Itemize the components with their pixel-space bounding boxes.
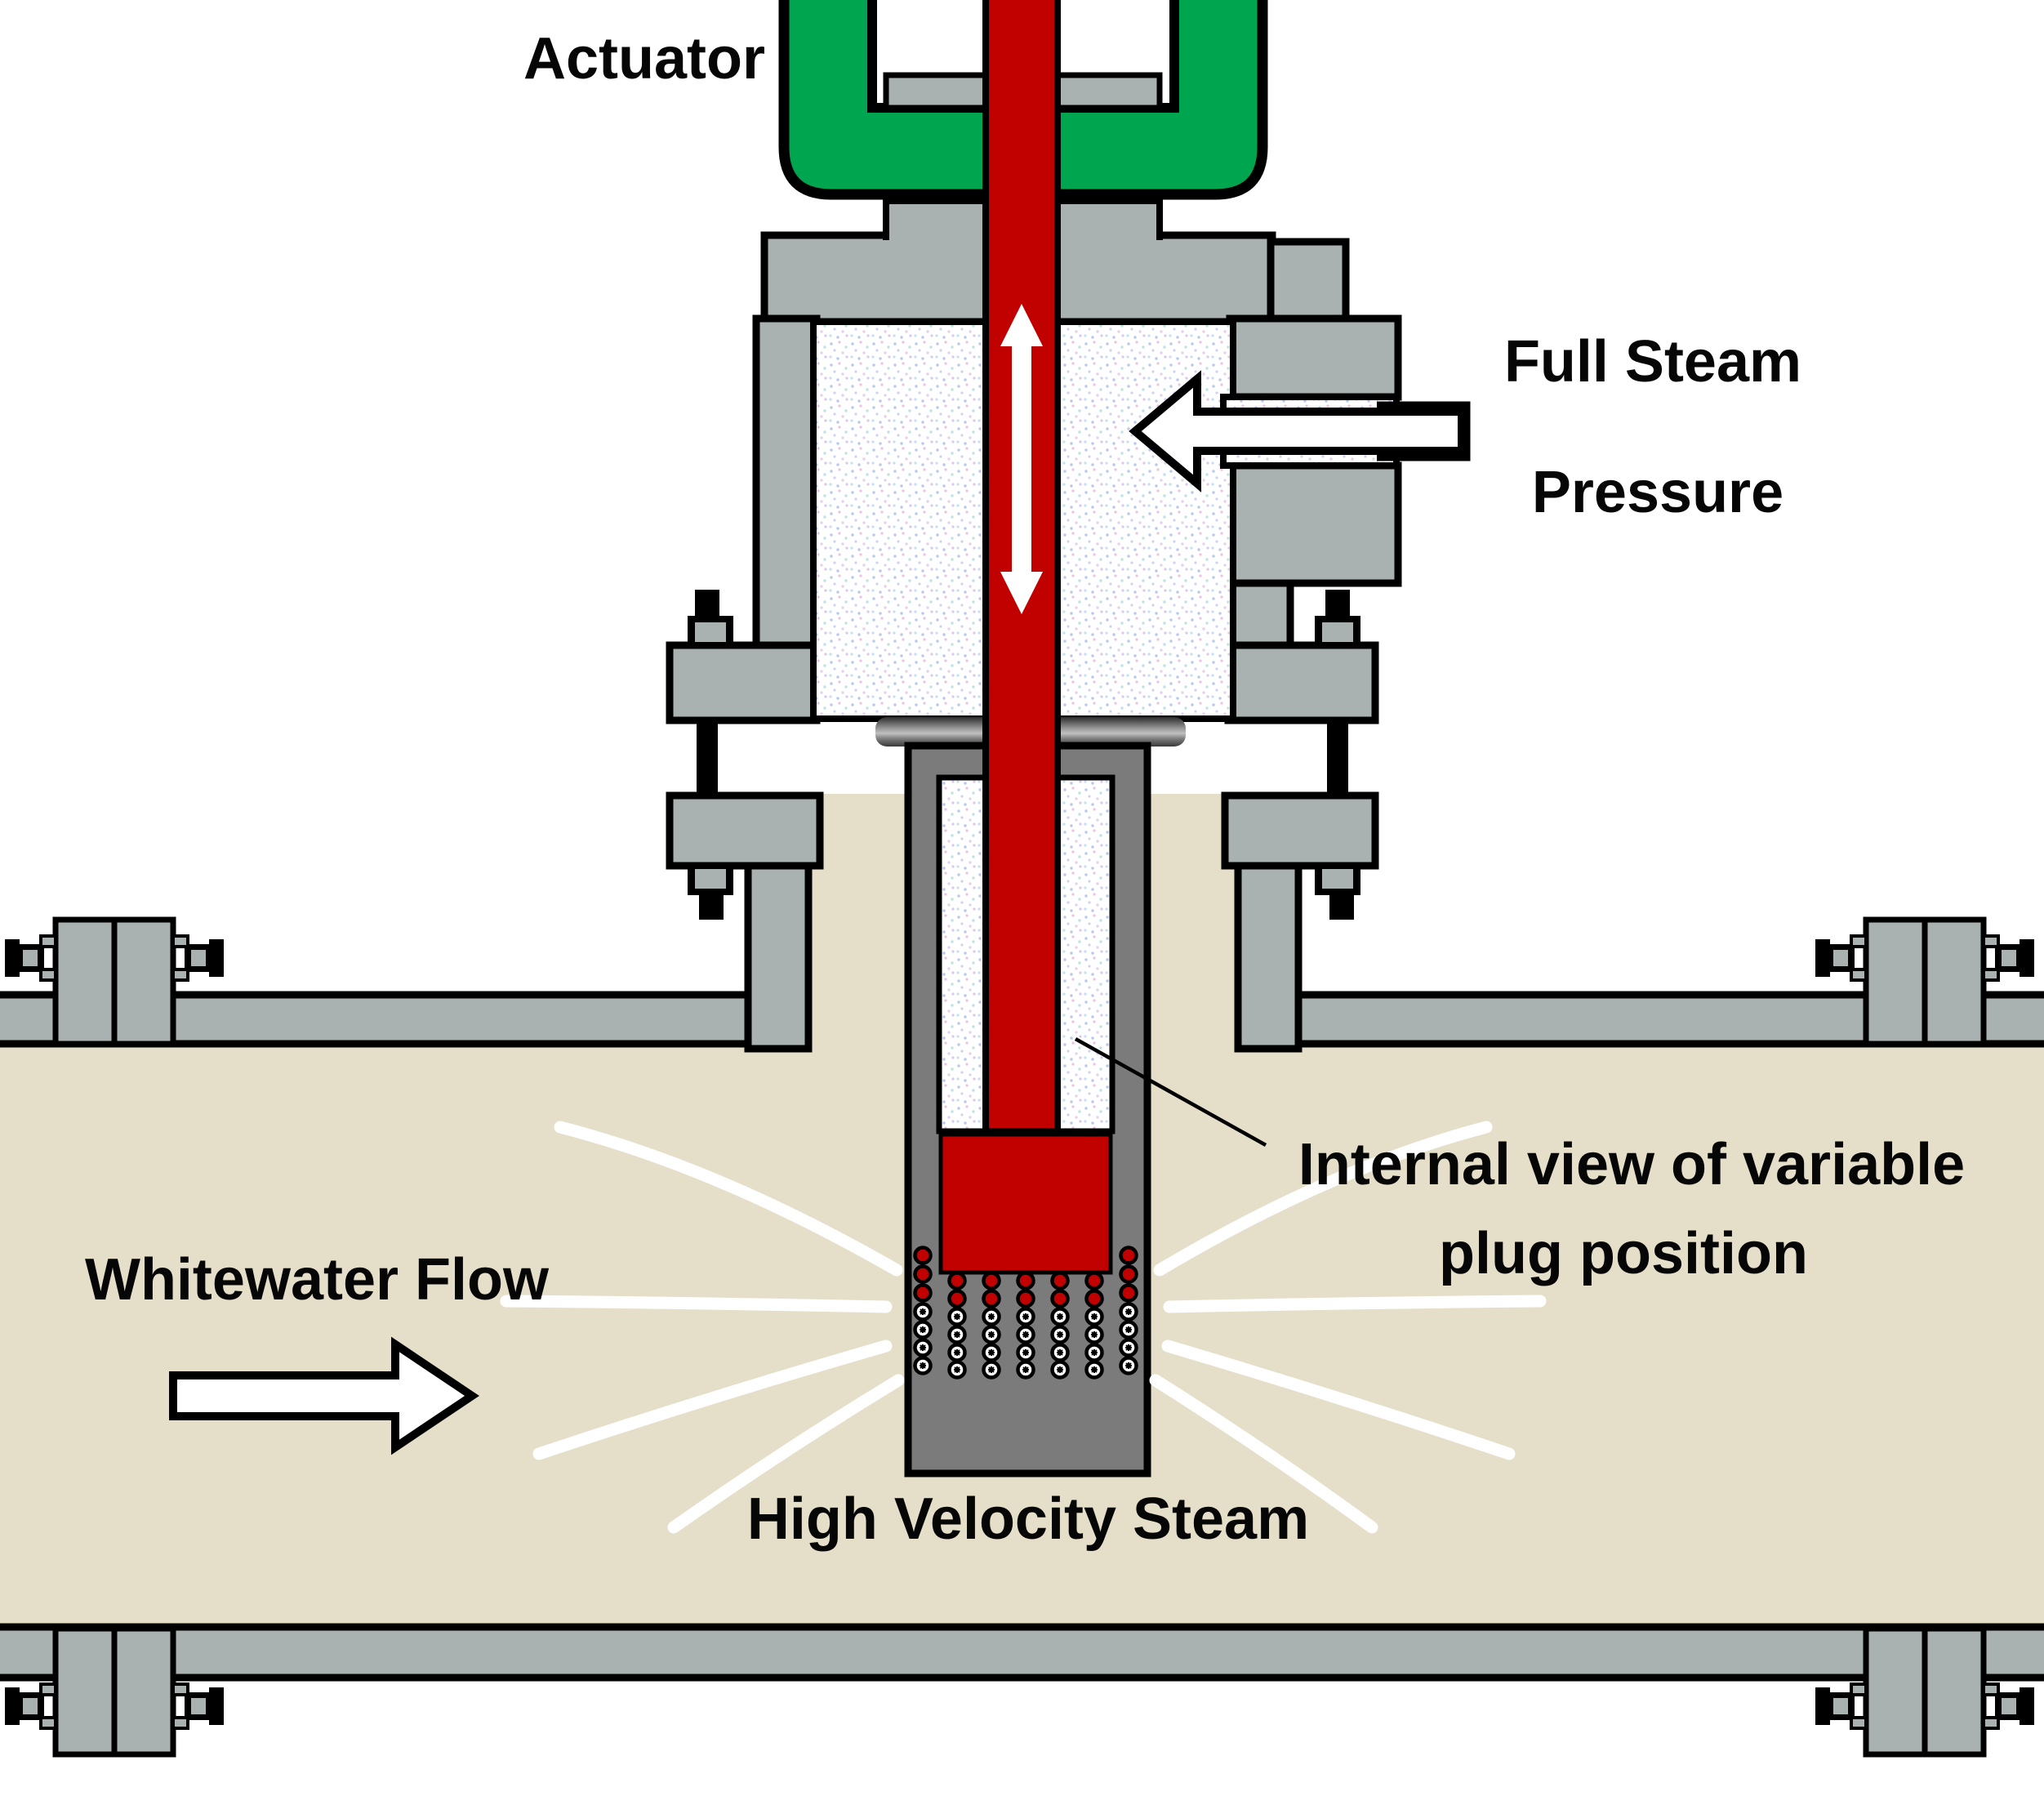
stem-travel-arrow-icon	[1000, 304, 1043, 614]
pipe-flange-bottom-left	[3, 1625, 225, 1758]
internal-view-label-line1: Internal view of variable	[1298, 1132, 1965, 1197]
bonnet-flange-left	[666, 641, 821, 724]
whitewater-arrow-icon	[169, 1336, 479, 1455]
flange-bolt-icon	[3, 934, 57, 982]
steam-inlet	[1226, 238, 1402, 587]
flange-bolt-icon	[3, 1683, 57, 1730]
full-steam-label-line2: Pressure	[1532, 460, 1783, 525]
full-steam-label-line1: Full Steam	[1504, 329, 1801, 394]
high-velocity-steam-label: High Velocity Steam	[747, 1486, 1309, 1552]
bonnet-bolts-left	[688, 590, 733, 920]
pipe-flange-bottom-right	[1814, 1625, 2036, 1758]
bonnet-flange-right	[1224, 641, 1379, 724]
bonnet-wall-left	[752, 314, 821, 653]
steam-spray	[500, 1121, 1547, 1534]
nozzle-wall-right	[1234, 858, 1303, 1053]
variable-plug	[938, 1132, 1113, 1275]
pipe-flange-top-right	[1814, 916, 2036, 1047]
internal-view-label-line2: plug position	[1439, 1221, 1808, 1286]
flange-bolt-icon	[171, 1683, 225, 1730]
pipe-bottom-wall	[0, 1623, 2044, 1682]
nozzle-flange-left	[666, 791, 824, 870]
inlet-upper-arm	[1226, 314, 1402, 401]
bonnet-bolts-right	[1315, 590, 1360, 920]
pipe-flange-top-left	[3, 916, 225, 1047]
flange-bolt-icon	[1814, 1683, 1868, 1730]
flange-bolt-icon	[1814, 934, 1868, 982]
callout-line	[1074, 1037, 1267, 1147]
nozzle-flange-right	[1221, 791, 1379, 870]
inlet-lower-arm	[1226, 461, 1402, 587]
nozzle-wall-left	[744, 858, 813, 1053]
actuator-label: Actuator	[523, 26, 765, 91]
whitewater-flow-label: Whitewater Flow	[85, 1247, 550, 1313]
flange-bolt-icon	[171, 934, 225, 982]
flange-bolt-icon	[1982, 1683, 2036, 1730]
flange-bolt-icon	[1982, 934, 2036, 982]
full-steam-arrow-icon	[1129, 370, 1466, 492]
